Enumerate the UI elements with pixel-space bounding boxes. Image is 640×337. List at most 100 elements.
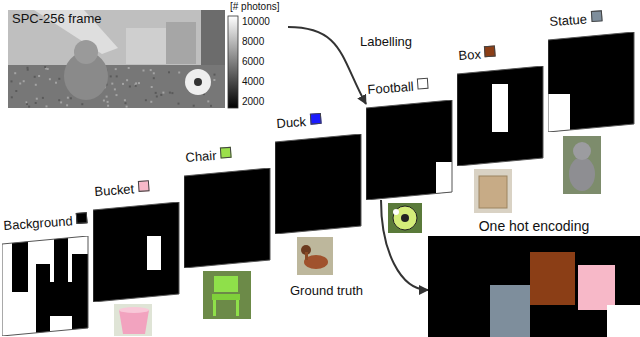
mask-image: [184, 168, 272, 268]
noise-speck: [124, 99, 126, 101]
noise-speck: [35, 84, 37, 86]
statue-photo: [563, 136, 601, 194]
class-heading: Background: [3, 212, 88, 233]
mask-content: [366, 100, 452, 200]
mask-region: [147, 236, 161, 270]
ball-patch: [393, 209, 399, 215]
region-box: [530, 252, 575, 305]
chair-leg: [213, 300, 216, 316]
noise-speck: [26, 101, 28, 103]
encoding-image: [428, 236, 640, 337]
noise-speck: [107, 105, 109, 107]
noise-speck: [126, 79, 128, 81]
class-swatch: [417, 78, 429, 90]
noise-speck: [193, 105, 195, 107]
statue-body: [569, 157, 595, 191]
noise-speck: [67, 97, 69, 99]
noise-speck: [58, 99, 60, 101]
photo-bg: [114, 304, 152, 336]
photo-bg: [563, 136, 601, 194]
noise-speck: [116, 94, 118, 96]
noise-speck: [156, 96, 158, 98]
noise-speck: [178, 103, 180, 105]
noise-speck: [55, 82, 57, 84]
mask-panel: Football: [366, 82, 454, 200]
tree: [201, 10, 225, 65]
noise-speck: [19, 83, 21, 85]
noise-speck: [150, 101, 152, 103]
noise-speck: [151, 86, 153, 88]
mask-panel: Statue: [548, 14, 636, 132]
noise-speck: [26, 101, 28, 103]
noise-speck: [145, 99, 147, 101]
mask-image: [548, 32, 636, 132]
class-heading: Duck: [276, 113, 322, 131]
ball-patch: [401, 214, 409, 222]
noise-speck: [213, 79, 215, 81]
mask-content: [548, 32, 634, 132]
mask-region: [48, 282, 72, 316]
class-name: Chair: [185, 148, 217, 165]
duck-neck: [305, 252, 308, 260]
mask-content: [93, 202, 179, 302]
noise-speck: [34, 76, 36, 78]
mask-image: [275, 134, 363, 234]
box-photo: [474, 169, 512, 213]
noise-speck: [129, 86, 131, 88]
noise-speck: [126, 106, 128, 108]
photo-bg: [203, 271, 251, 319]
bucket-photo: [114, 304, 152, 336]
class-name: Duck: [276, 114, 307, 131]
mask-region: [72, 254, 88, 336]
noise-speck: [26, 103, 28, 105]
noise-speck: [38, 75, 40, 77]
noise-speck: [35, 102, 37, 104]
colorbar: [228, 16, 238, 108]
noise-speck: [44, 66, 46, 68]
noise-speck: [58, 78, 60, 80]
photo-bg: [474, 169, 512, 213]
noise-speck: [122, 83, 124, 85]
noise-speck: [153, 72, 155, 74]
arrow-label: Ground truth: [288, 283, 365, 298]
photo-bg: [297, 237, 333, 275]
scene-sky: [8, 10, 225, 65]
mask-region: [492, 84, 508, 132]
colorbar-unit: [# photons]: [230, 1, 279, 12]
noise-speck: [111, 83, 113, 85]
curved-arrow: [288, 27, 366, 104]
noise-speck: [150, 69, 152, 71]
mask-panel: Bucket: [93, 184, 181, 302]
encoding-panel: One hot encoding: [428, 218, 640, 337]
class-swatch: [138, 180, 150, 192]
chair-seat: [212, 294, 240, 300]
frame-title: SPC-256 frame: [12, 11, 102, 26]
noise-speck: [168, 71, 170, 73]
mask-base: [2, 236, 88, 336]
noise-speck: [42, 97, 44, 99]
noise-speck: [66, 104, 68, 106]
mask-image: [457, 66, 545, 166]
photo-bg: [388, 203, 422, 233]
mask-region: [12, 236, 28, 292]
noise-speck: [106, 96, 108, 98]
noise-speck: [143, 70, 145, 72]
noise-speck: [115, 68, 117, 70]
noise-speck: [110, 75, 112, 77]
noise-speck: [15, 90, 17, 92]
noise-speck: [214, 74, 216, 76]
chair-back: [214, 276, 238, 292]
mask-panel: Background: [2, 218, 90, 336]
mask-region: [54, 236, 68, 282]
statue-head: [74, 40, 98, 64]
noise-speck: [11, 96, 13, 98]
class-swatch: [220, 147, 232, 159]
mask-panel: Box: [457, 48, 545, 166]
mask-border: [366, 100, 452, 200]
mask-image: [93, 202, 181, 302]
class-name: Background: [3, 213, 73, 233]
mask-border: [93, 202, 179, 302]
noise-speck: [207, 100, 209, 102]
noise-speck: [153, 77, 155, 79]
noise-speck: [160, 94, 162, 96]
